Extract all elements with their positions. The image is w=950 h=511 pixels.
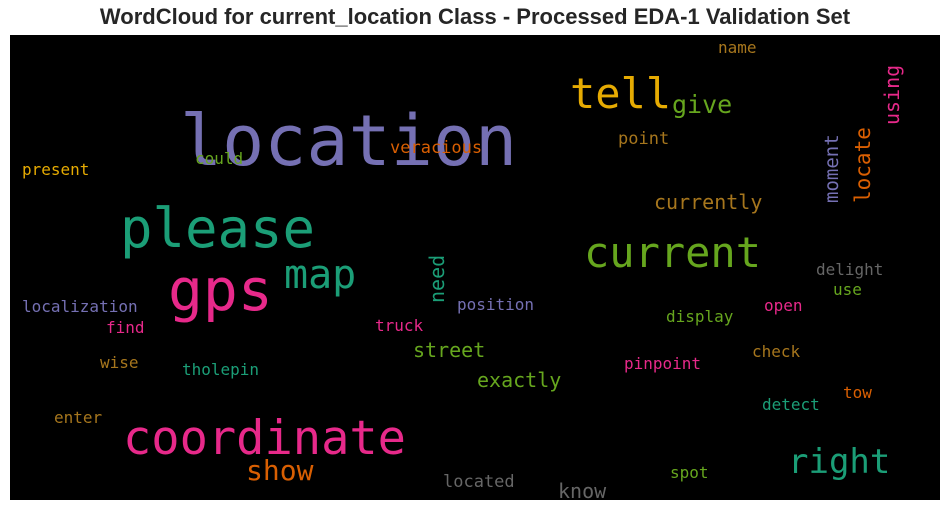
word-present: present: [22, 160, 89, 179]
word-right: right: [788, 442, 890, 482]
word-detect: detect: [762, 395, 820, 414]
word-wise: wise: [100, 353, 139, 372]
word-check: check: [752, 342, 801, 361]
word-tholepin: tholepin: [182, 360, 259, 379]
word-please: please: [120, 197, 315, 260]
word-tow: tow: [843, 383, 872, 402]
word-use: use: [833, 280, 862, 299]
word-enter: enter: [54, 408, 103, 427]
word-exactly: exactly: [477, 368, 561, 392]
word-map: map: [284, 252, 356, 298]
word-open: open: [764, 296, 803, 315]
word-pinpoint: pinpoint: [624, 354, 701, 373]
word-point: point: [618, 129, 669, 149]
word-spot: spot: [670, 463, 709, 482]
word-locate: locate: [851, 127, 875, 203]
word-currently: currently: [654, 190, 762, 214]
word-need: need: [425, 255, 449, 303]
chart-title: WordCloud for current_location Class - P…: [99, 4, 851, 29]
word-truck: truck: [375, 316, 424, 335]
word-delight: delight: [816, 260, 883, 279]
word-tell: tell: [570, 69, 671, 118]
word-located: located: [443, 472, 515, 492]
word-localization: localization: [22, 297, 138, 316]
word-street: street: [413, 338, 485, 362]
word-moment: moment: [821, 134, 843, 203]
word-name: name: [718, 38, 757, 57]
word-using: using: [880, 65, 904, 125]
word-location: location: [180, 100, 517, 182]
word-gps: gps: [168, 256, 273, 324]
word-know: know: [558, 479, 607, 500]
word-position: position: [457, 295, 534, 314]
word-show: show: [246, 454, 314, 487]
word-coordinate: coordinate: [123, 411, 406, 466]
word-display: display: [666, 307, 734, 326]
word-could: could: [195, 149, 243, 168]
word-current: current: [584, 228, 761, 277]
word-give: give: [672, 90, 732, 119]
word-find: find: [106, 318, 145, 337]
word-veracious: veracious: [390, 138, 482, 158]
